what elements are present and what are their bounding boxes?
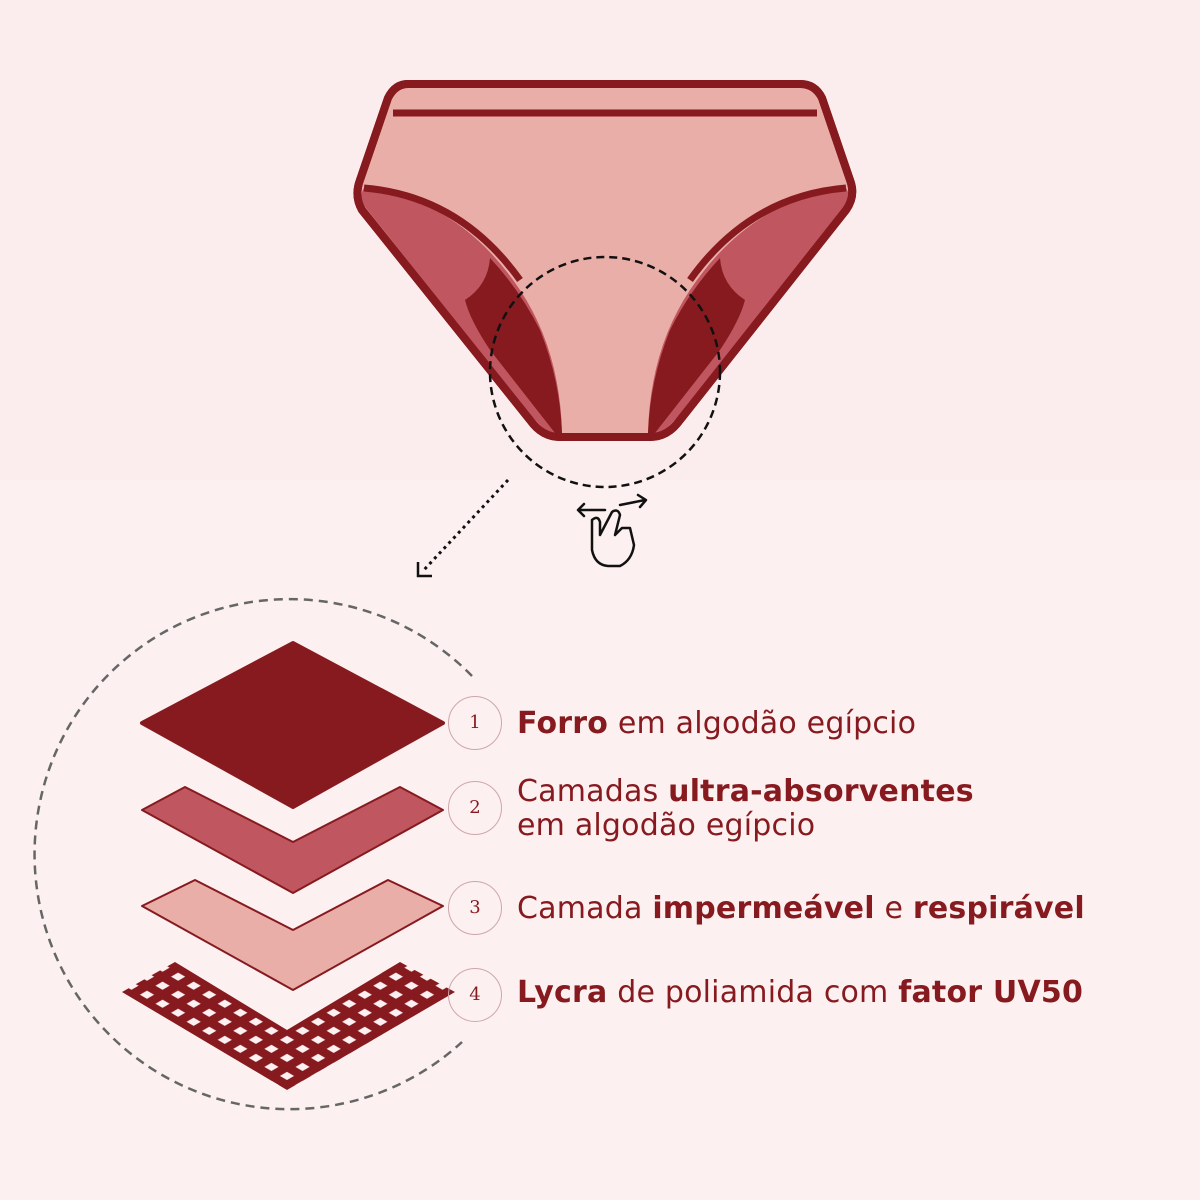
label-text: de poliamida com <box>607 975 899 1010</box>
layer-number-1: 1 <box>448 696 502 750</box>
zoom-circle-icon <box>488 255 722 489</box>
label-text-line2: em algodão egípcio <box>517 808 816 843</box>
layer-3-shape <box>141 879 444 991</box>
layer-1-shape <box>140 641 445 809</box>
layer-number-2: 2 <box>448 781 502 835</box>
layer-number-3: 3 <box>448 881 502 935</box>
label-bold: Forro <box>517 706 609 741</box>
layer-3-label: Camada impermeável e respirável <box>517 892 1085 926</box>
label-bold: Lycra <box>517 975 608 1010</box>
label-bold: respirável <box>912 891 1085 926</box>
dotted-arrow-icon <box>416 478 510 578</box>
label-text: e <box>874 891 913 926</box>
label-text: Camadas <box>517 774 669 809</box>
label-text: em algodão egípcio <box>608 706 917 741</box>
label-bold: ultra-absorventes <box>668 774 974 809</box>
pinch-zoom-hand-icon <box>576 493 648 568</box>
label-bold: impermeável <box>652 891 875 926</box>
layer-2-label: Camadas ultra-absorventes em algodão egí… <box>517 775 974 843</box>
label-bold: fator UV50 <box>898 975 1084 1010</box>
panty-illustration <box>353 80 857 441</box>
layer-number-4: 4 <box>448 968 502 1022</box>
layer-1-label: Forro em algodão egípcio <box>517 707 916 741</box>
label-text: Camada <box>517 891 653 926</box>
layer-4-label: Lycra de poliamida com fator UV50 <box>517 976 1083 1010</box>
layer-2-shape <box>141 786 444 894</box>
